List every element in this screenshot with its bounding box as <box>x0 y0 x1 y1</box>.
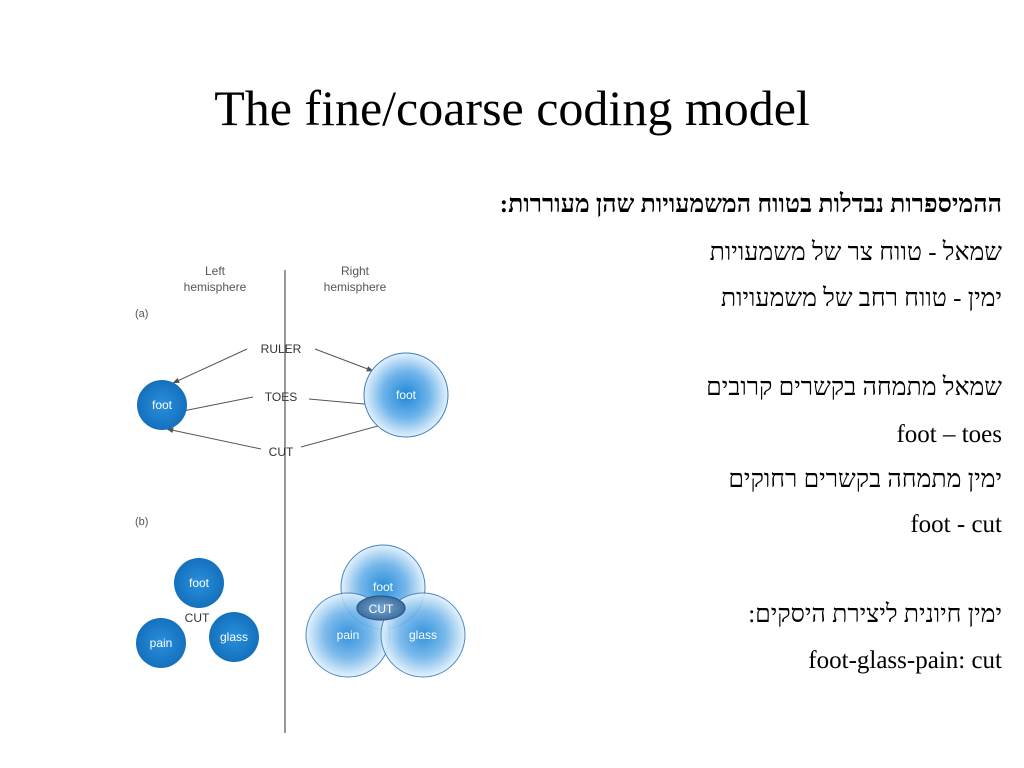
right-b-glass-label: glass <box>409 628 437 642</box>
right-header-line-2: hemisphere <box>324 280 387 294</box>
left-header-line-2: hemisphere <box>184 280 247 294</box>
left-b-pain-label: pain <box>150 636 173 650</box>
right-b-cut-label: CUT <box>369 602 394 616</box>
left-b-foot-label: foot <box>189 576 210 590</box>
left-b-glass-label: glass <box>220 630 248 644</box>
hemisphere-diagram: Left hemisphere Right hemisphere (a) RUL… <box>135 264 466 733</box>
word-toes: TOES <box>265 390 297 404</box>
left-foot-label: foot <box>152 398 173 412</box>
word-cut: CUT <box>269 445 294 459</box>
left-b-cut-label: CUT <box>185 611 210 625</box>
word-ruler: RULER <box>261 342 302 356</box>
cut-left-arrow <box>166 427 262 450</box>
example-foot-glass-pain: foot-glass-pain: cut <box>808 647 1002 674</box>
left-header-line-1: Left <box>205 264 226 278</box>
slide-title: The fine/coarse coding model <box>214 80 810 136</box>
right-b-foot-label: foot <box>373 580 394 594</box>
right-distant-relations-line: ימין מתמחה בקשרים רחוקים <box>728 466 1002 493</box>
cut-right-arrow <box>300 421 390 448</box>
left-b-glass-node <box>209 612 259 662</box>
right-header-line-1: Right <box>341 264 370 278</box>
example-foot-cut: foot - cut <box>910 511 1002 538</box>
right-inference-line: ימין חיונית ליצירת היסקים: <box>748 601 1002 628</box>
right-b-pain-label: pain <box>337 628 360 642</box>
right-wide-range-line: ימין - טווח רחב של משמעויות <box>720 285 1002 312</box>
panel-b-label: (b) <box>135 516 148 528</box>
example-foot-toes: foot – toes <box>896 421 1002 448</box>
ruler-right-arrow <box>314 348 374 372</box>
left-close-relations-line: שמאל מתמחה בקשרים קרובים <box>706 374 1002 401</box>
panel-a-label: (a) <box>135 308 148 320</box>
right-foot-label: foot <box>396 388 417 402</box>
right-foot-node <box>363 352 449 438</box>
left-b-pain-node <box>136 618 186 668</box>
left-foot-node <box>137 380 187 430</box>
toes-right-arrow <box>308 398 376 408</box>
left-b-foot-node <box>174 558 224 608</box>
left-narrow-range-line: שמאל - טווח צר של משמעויות <box>709 239 1002 266</box>
ruler-left-arrow <box>172 348 248 384</box>
intro-line: ההמיספרות נבדלות בטווח המשמעויות שהן מעו… <box>499 191 1002 218</box>
right-b-cut-node <box>356 595 406 621</box>
